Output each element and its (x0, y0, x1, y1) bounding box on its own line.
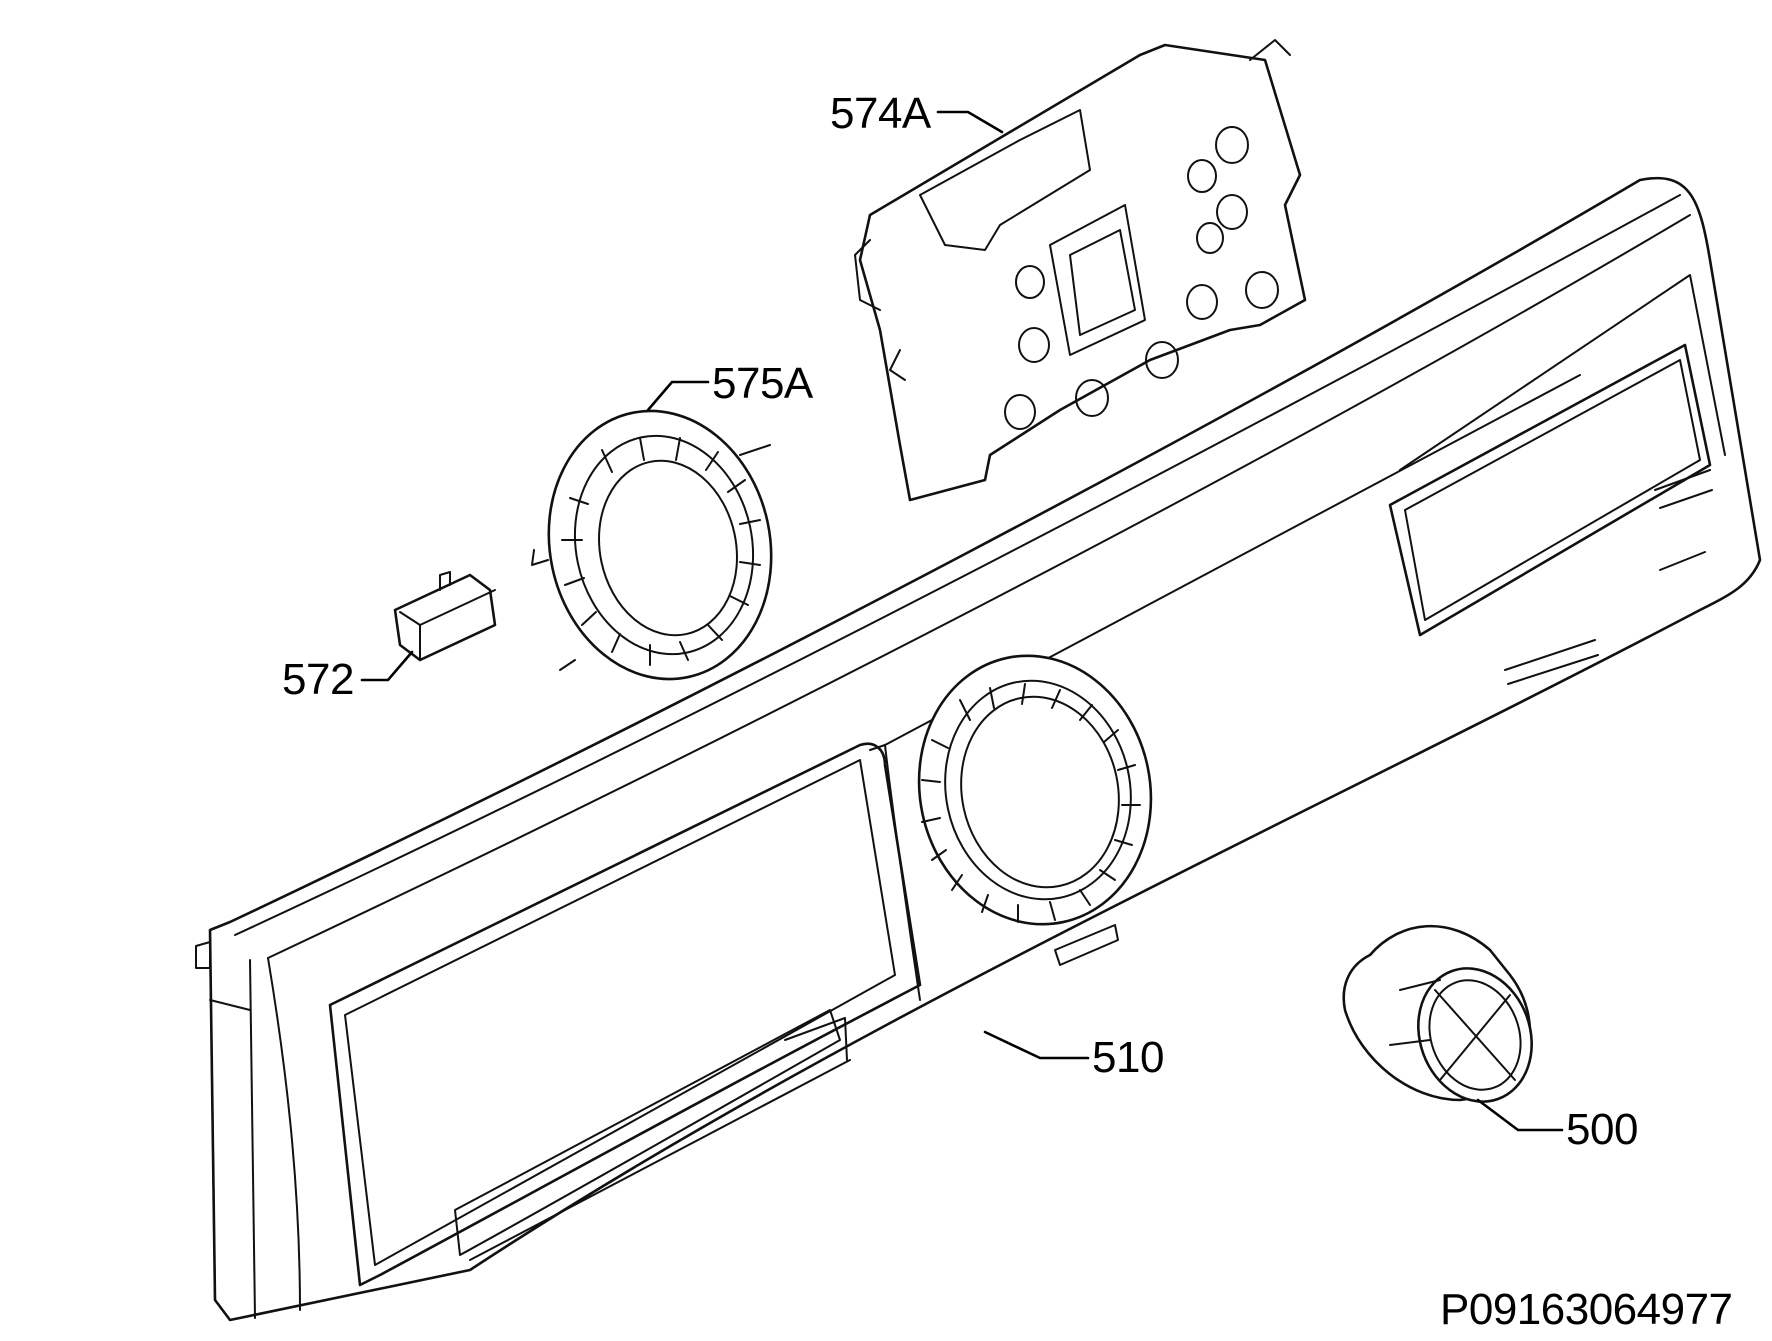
callout-500: 500 (1566, 1105, 1638, 1154)
pcb-button-holes (1004, 126, 1279, 430)
callout-575a: 575A (712, 359, 813, 408)
button-part (393, 571, 497, 662)
pcb-frame-part (854, 39, 1307, 502)
control-panel-part (195, 176, 1762, 1322)
callout-510: 510 (1092, 1033, 1164, 1082)
panel-selector-opening (917, 654, 1153, 926)
knob-part (1342, 924, 1533, 1103)
leader-lines (360, 110, 1564, 1132)
document-id: P09163064977 (1440, 1285, 1733, 1334)
panel-display-window (1388, 274, 1726, 637)
callout-572: 572 (282, 655, 354, 704)
knob-ring-part (531, 409, 773, 681)
callout-574a: 574A (830, 89, 931, 138)
